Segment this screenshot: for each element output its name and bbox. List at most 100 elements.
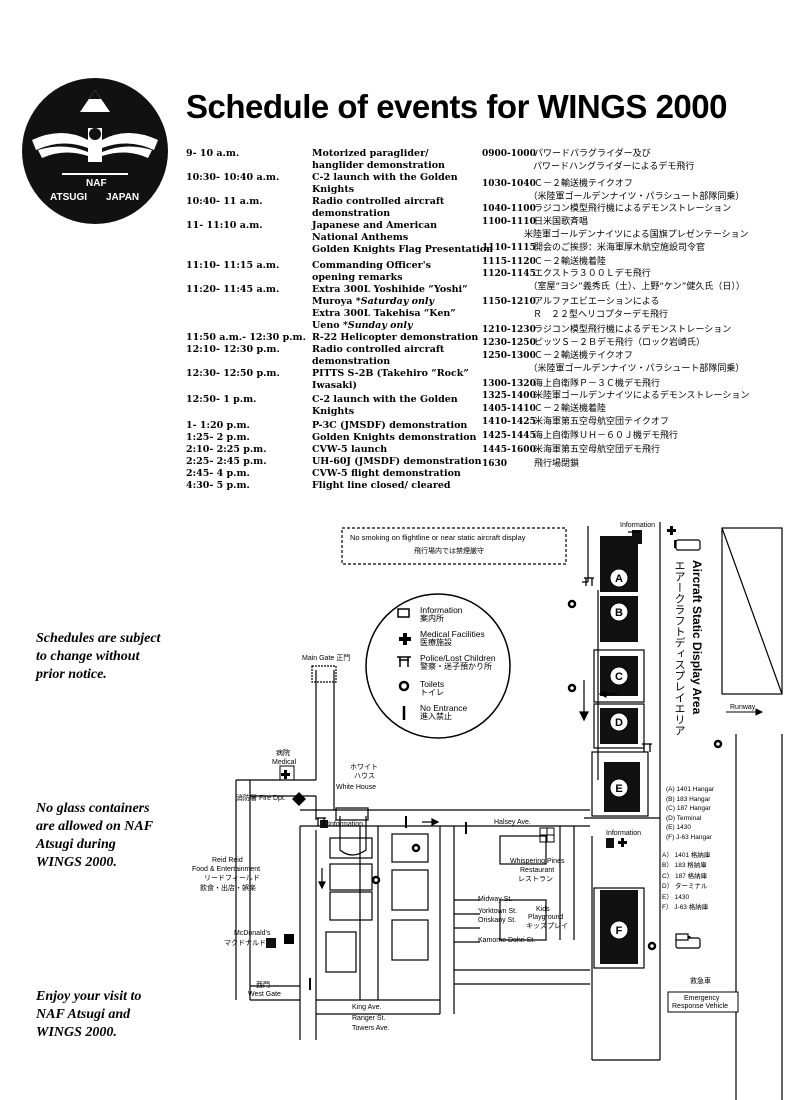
towers-ave-label: Towers Ave.	[352, 1025, 390, 1032]
mcdonalds-label-jp: マクドナルド	[224, 940, 266, 947]
schedule-event-line: PITTS S-2B (Takehiro “Rock”	[312, 368, 469, 379]
schedule-time: 11:20- 11:45 a.m.	[186, 284, 280, 295]
schedule-jp-line: 米陸軍ゴールデンナイツによるデモンストレーション	[534, 391, 750, 401]
legend-label-en: No Entrance	[420, 703, 468, 713]
hangar-key-line: (F) J-63 Hangar	[666, 834, 712, 841]
legend-label-jp: 医療施設	[420, 638, 452, 647]
mcdonalds-icon	[284, 934, 294, 944]
whispering-pines-label: Whispering Pines	[510, 858, 565, 865]
reid-label: Reid Reid	[212, 857, 243, 864]
schedule-jp-time: 1120-1145	[482, 269, 536, 279]
schedule-event-line: Ueno *Sunday only	[312, 320, 413, 331]
note-line: to change without	[36, 649, 140, 664]
naf-atsugi-logo: NAF ATSUGI JAPAN	[22, 78, 168, 224]
medical-cross-icon	[667, 526, 676, 535]
schedule-jp-line: 米海軍第五空母航空団デモ飛行	[534, 445, 661, 455]
toilet-icon	[398, 680, 410, 692]
schedule-jp-time: 1040-1100	[482, 204, 536, 214]
schedule-event-line: Golden Knights Flag Presentation	[312, 244, 494, 255]
schedule-jp-line: Ｃ－２輸送機着陸	[534, 404, 607, 414]
main-gate-jp: 正門	[336, 655, 351, 662]
hangar-key-line-jp: F） J-63 格納庫	[662, 904, 709, 911]
fire-dept-label: 消防署 Fire Dpt.	[236, 795, 286, 802]
schedule-event-line: UH-60J (JMSDF) demonstration	[312, 456, 482, 467]
medical-label-jp: 病院	[276, 750, 290, 757]
hangar-key-line-jp: D） ターミナル	[662, 883, 708, 891]
schedule-event-line: Motorized paraglider/	[312, 148, 429, 159]
schedule-jp-time: 1250-1300	[482, 351, 536, 361]
white-house-jp1: ホワイト	[350, 764, 378, 771]
legend-label-en: Police/Lost Children	[420, 653, 496, 663]
map-notice-en: No smoking on flightline or near static …	[350, 533, 526, 542]
schedule-jp-line: パワードハングライダーによるデモ飛行	[524, 161, 695, 172]
schedule-jp-line: 日米国歌斉唱	[534, 217, 589, 227]
medical-cross-icon	[618, 838, 627, 847]
logo-japan: JAPAN	[106, 192, 140, 203]
map-notice-jp: 飛行場内では禁煙厳守	[414, 548, 484, 555]
schedule-jp-time: 1325-1400	[482, 391, 536, 401]
note-line: are allowed on NAF	[36, 819, 154, 834]
schedule-event-line: Extra 300L Yoshihide “Yoshi”	[312, 284, 468, 295]
toilet-icon	[411, 843, 421, 853]
schedule-event-line: P-3C (JMSDF) demonstration	[312, 420, 468, 431]
schedule-jp-line: 海上自衛隊Ｐ－３Ｃ機デモ飛行	[534, 379, 661, 389]
schedule-event-line: opening remarks	[312, 272, 403, 283]
schedule-event-line: Extra 300L Takehisa “Ken”	[312, 308, 456, 319]
toilet-icon	[647, 941, 657, 951]
hangar-key-line: (C) 187 Hangar	[666, 805, 711, 813]
schedule-event-line: C-2 launch with the Golden	[312, 172, 458, 183]
hangar-key-line: (E) 1430	[666, 824, 691, 832]
schedule-jp-row: 1325-1400米陸軍ゴールデンナイツによるデモンストレーション	[482, 390, 749, 403]
schedule-event-line: Radio controlled aircraft	[312, 344, 445, 355]
schedule-time: 1- 1:20 p.m.	[186, 420, 250, 431]
note-no-glass: No glass containers are allowed on NAF A…	[36, 800, 153, 872]
schedule-jp-line: （室屋“ヨシ”義秀氏（土）、上野“ケン”健久氏（日））	[524, 281, 745, 292]
medical-label: Medical	[272, 759, 297, 766]
schedule-time: 11- 11:10 a.m.	[186, 220, 263, 231]
schedule-jp-time: 1100-1110	[482, 217, 536, 227]
note-schedule-change: Schedules are subject to change without …	[36, 630, 160, 684]
schedule-day-note: *Sunday only	[342, 320, 413, 331]
note-line: Atsugi during	[36, 837, 116, 852]
schedule-time: 10:30- 10:40 a.m.	[186, 172, 280, 183]
static-area-label: Aircraft Static Display Area	[690, 560, 704, 715]
kids-playground-label: Playground	[528, 914, 564, 921]
zone-c-label: C	[615, 671, 623, 683]
schedule-jp-line: 開会のご挨拶：米海軍厚木航空施設司令官	[534, 243, 706, 253]
west-gate-label: West Gate	[248, 991, 281, 998]
legend-label-en: Information	[420, 605, 463, 615]
schedule-jp-row: 1040-1100ラジコン模型飛行機によるデモンストレーション	[482, 203, 731, 216]
schedule-jp-time: 1230-1250	[482, 338, 536, 348]
note-line: prior notice.	[36, 667, 107, 682]
schedule-jp-row: 1425-1445海上自衛隊ＵＨ－６０Ｊ機デモ飛行	[482, 430, 678, 443]
whispering-pines-label: レストラン	[518, 876, 553, 883]
schedule-jp-line: Ｃ－２輸送機テイクオフ	[534, 179, 633, 189]
emergency-jp: 救急車	[690, 978, 711, 985]
schedule-jp-line: パワードパラグライダー及び	[534, 149, 651, 159]
schedule-time: 9- 10 a.m.	[186, 148, 240, 159]
schedule-jp-line: 米海軍第五空母航空団テイクオフ	[534, 417, 669, 427]
schedule-time: 12:50- 1 p.m.	[186, 394, 257, 405]
toilet-icon	[567, 599, 577, 609]
kids-playground-label: キッズプレイ	[526, 923, 568, 930]
zone-f-label: F	[616, 925, 623, 937]
hangar-key-line: (D) Terminal	[666, 814, 702, 822]
schedule-jp-line: 米陸軍ゴールデンナイツによる国旗プレゼンテーション	[524, 229, 749, 240]
schedule-jp-row: 0900-1000パワードパラグライダー及び	[482, 148, 651, 161]
information-icon	[397, 608, 410, 618]
schedule-event-line: R-22 Helicopter demonstration	[312, 332, 479, 343]
note-line: WINGS 2000.	[36, 855, 117, 870]
note-line: Schedules are subject	[36, 631, 161, 646]
schedule-jp-line: （米陸軍ゴールデンナイツ・パラシュート部隊同乗）	[524, 363, 745, 374]
schedule-time: 2:25- 2:45 p.m.	[186, 456, 267, 467]
note-line: Enjoy your visit to	[36, 989, 142, 1004]
reid-label: Food & Entertainment	[192, 866, 261, 873]
mcdonalds-label: McDonald's	[234, 930, 271, 937]
ranger-st-label: Ranger St.	[352, 1015, 386, 1022]
zone-b-label: B	[615, 607, 623, 619]
schedule-jp-row: 1100-1110日米国歌斉唱	[482, 216, 588, 229]
information-label: Information	[606, 830, 642, 837]
note-line: No glass containers	[36, 801, 150, 816]
